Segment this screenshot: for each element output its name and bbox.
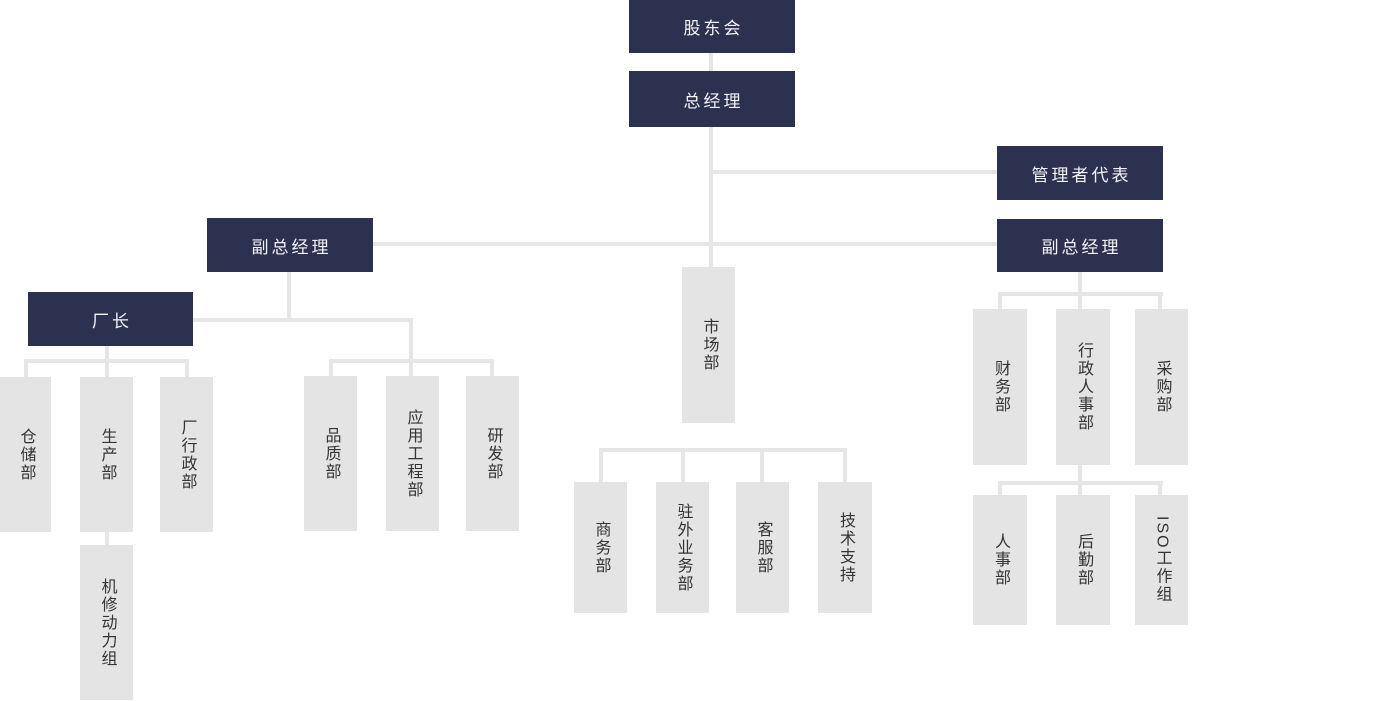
connector-marketing-group xyxy=(599,448,847,452)
connector-adminhr-drop xyxy=(1078,464,1082,495)
stub-purchasing xyxy=(1158,294,1162,310)
connector-warehouse-group xyxy=(24,359,189,363)
node-finance: 财务部 xyxy=(973,309,1027,465)
node-warehouse: 仓储部 xyxy=(0,377,51,532)
node-factory-admin: 厂行政部 xyxy=(160,377,213,532)
connector-gm-marketing xyxy=(709,126,713,267)
connector-factory-director-branch xyxy=(192,318,413,322)
node-rnd: 研发部 xyxy=(466,376,519,531)
node-logistics: 后勤部 xyxy=(1056,495,1110,625)
node-admin-hr: 行政人事部 xyxy=(1056,309,1110,465)
connector-deputy-left-drop xyxy=(287,271,291,322)
node-iso-group: ISO工作组 xyxy=(1135,495,1188,625)
stub-hr xyxy=(998,483,1002,496)
stub-quality xyxy=(329,361,333,376)
node-deputy-gm-right: 副总经理 xyxy=(997,219,1163,272)
stub-warehouse xyxy=(24,361,28,377)
node-machine-repair-power: 机修动力组 xyxy=(80,545,133,700)
connector-quality-group xyxy=(329,359,494,363)
stub-factory-admin xyxy=(185,361,189,377)
node-management-rep: 管理者代表 xyxy=(997,146,1163,200)
stub-rnd xyxy=(490,361,494,376)
node-tech-support: 技术支持 xyxy=(818,482,872,613)
connector-deputy-right-drop xyxy=(1078,271,1082,310)
node-shareholders: 股东会 xyxy=(629,0,795,53)
connector-gm-managementrep xyxy=(711,170,997,174)
node-business: 商务部 xyxy=(574,482,627,613)
node-application-engineering: 应用工程部 xyxy=(386,376,439,531)
stub-customer-service xyxy=(760,450,764,482)
node-customer-service: 客服部 xyxy=(736,482,789,613)
connector-elbow-drop xyxy=(409,318,413,376)
stub-finance xyxy=(998,294,1002,310)
node-hr: 人事部 xyxy=(973,495,1027,625)
node-general-manager: 总经理 xyxy=(629,71,795,127)
stub-tech-support xyxy=(843,450,847,482)
node-deputy-gm-left: 副总经理 xyxy=(207,218,373,272)
stub-business xyxy=(599,450,603,482)
connector-production-machinerepair xyxy=(105,531,109,545)
stub-iso-group xyxy=(1158,483,1162,496)
node-quality: 品质部 xyxy=(304,376,357,531)
node-production: 生产部 xyxy=(80,377,133,532)
connector-shareholders-gm xyxy=(709,52,713,72)
connector-finance-group xyxy=(998,292,1163,296)
node-marketing: 市场部 xyxy=(682,267,735,423)
stub-field-sales xyxy=(681,450,685,482)
node-factory-director: 厂长 xyxy=(28,292,193,346)
connector-hr-group xyxy=(998,481,1163,485)
connector-deputy-gm-bridge xyxy=(372,242,997,246)
node-purchasing: 采购部 xyxy=(1135,309,1188,465)
node-field-sales: 驻外业务部 xyxy=(656,482,709,613)
